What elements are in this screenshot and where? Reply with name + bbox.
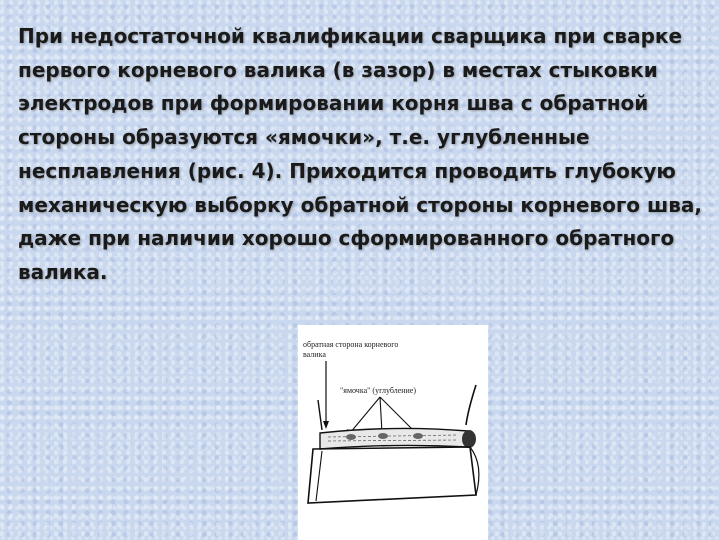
plate-right-edge [469,446,480,496]
root-bead [319,427,469,450]
weld-figure: обратная сторона корневого валика "ямочк… [298,325,488,540]
pointer-root-side-arrowhead [323,421,329,429]
pit-3 [413,433,423,439]
bead-end [462,430,476,448]
pit-1 [346,434,356,440]
weld-diagram: обратная сторона корневого валика "ямочк… [303,340,480,504]
pointer-pit-3 [379,396,417,434]
slide-paragraph: При недостаточной квалификации сварщика … [18,24,702,284]
right-plate-edge [465,384,477,426]
left-plate-edge [317,399,323,431]
figure-label-root-side-cont: валика [303,350,326,359]
pointer-pit-1 [349,396,381,434]
pit-2 [378,433,388,439]
lower-plate [307,446,477,504]
figure-label-pits: "ямочка" (углубление) [340,386,416,395]
pointer-pit-2 [379,396,383,434]
figure-label-root-side: обратная сторона корневого [303,340,398,349]
plate-joint-line [315,450,323,502]
